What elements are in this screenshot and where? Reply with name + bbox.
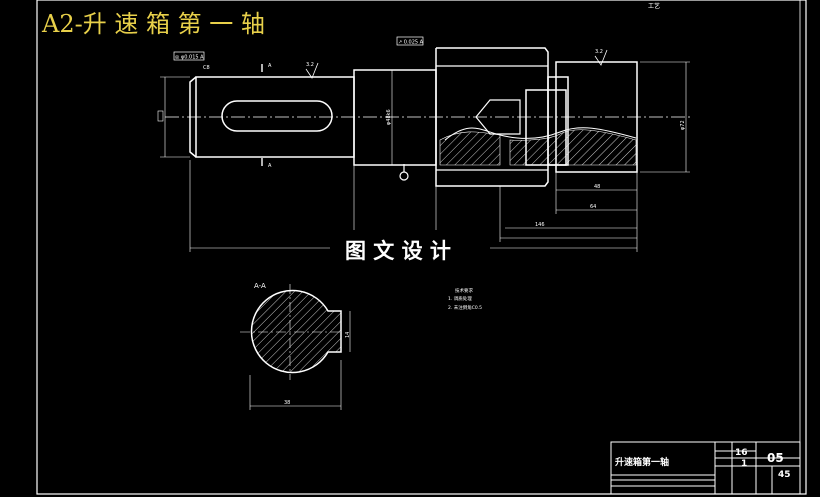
hatch-area-2 [509, 129, 637, 166]
section-depth-dim: 14 [345, 332, 351, 338]
svg-text:A: A [268, 63, 272, 69]
section-view [240, 284, 351, 410]
keyway-slot [221, 100, 333, 132]
section-width-dim: 38 [284, 400, 290, 406]
section-label: A-A [254, 282, 266, 290]
roughness-symbol-2 [594, 49, 608, 66]
tolerance-mid-text: ↗ 0.025 A [398, 40, 424, 46]
title-block-num-2: 05 [767, 451, 784, 465]
watermark-bg [330, 234, 490, 264]
tolerance-left-text: ◎ φ0.015 A [175, 55, 204, 61]
shaft-section-2 [353, 69, 437, 166]
tolerance-frame-left [173, 51, 205, 61]
svg-text:3.2: 3.2 [306, 62, 314, 68]
title-block [610, 441, 801, 495]
diameter-dims [160, 61, 690, 173]
break-line [444, 127, 637, 141]
tech-notes-line-1: 1. 调质处理 [448, 295, 472, 302]
shaft-left-end [189, 76, 197, 158]
title-block-num-4: 45 [778, 470, 791, 480]
length-dims [189, 160, 638, 252]
left-dim-box [157, 110, 164, 122]
hatch-area-1 [439, 131, 501, 166]
dim-146: 146 [535, 222, 545, 228]
top-right-mark: 工艺 [648, 2, 660, 10]
watermark-text: 图 文 设 计 [345, 239, 451, 263]
title-block-num-3: 1 [741, 459, 747, 469]
tolerance-frame-mid [396, 36, 424, 46]
dim-64: 64 [590, 204, 596, 210]
svg-text:A: A [268, 163, 272, 169]
roughness-symbol-1 [305, 62, 319, 79]
tech-notes-heading: 技术要求 [455, 287, 473, 294]
chamfer-label: C8 [203, 65, 210, 71]
drawing-frame [36, 0, 807, 495]
diam-mid-label: φ48k6 [386, 109, 392, 125]
title-block-num-1: 16 [735, 448, 748, 458]
svg-text:3.2: 3.2 [595, 49, 603, 55]
title-block-part-name: 升速箱第一轴 [615, 456, 669, 468]
datum-symbol [399, 164, 409, 181]
dim-48: 48 [594, 184, 600, 190]
shaft-section-3 [555, 61, 638, 173]
tech-notes-line-2: 2. 未注倒角C0.5 [448, 304, 482, 311]
diam-right-label: φ72 [680, 120, 686, 130]
drawing-title: A2-升 速 箱 第 一 轴 [41, 10, 265, 38]
